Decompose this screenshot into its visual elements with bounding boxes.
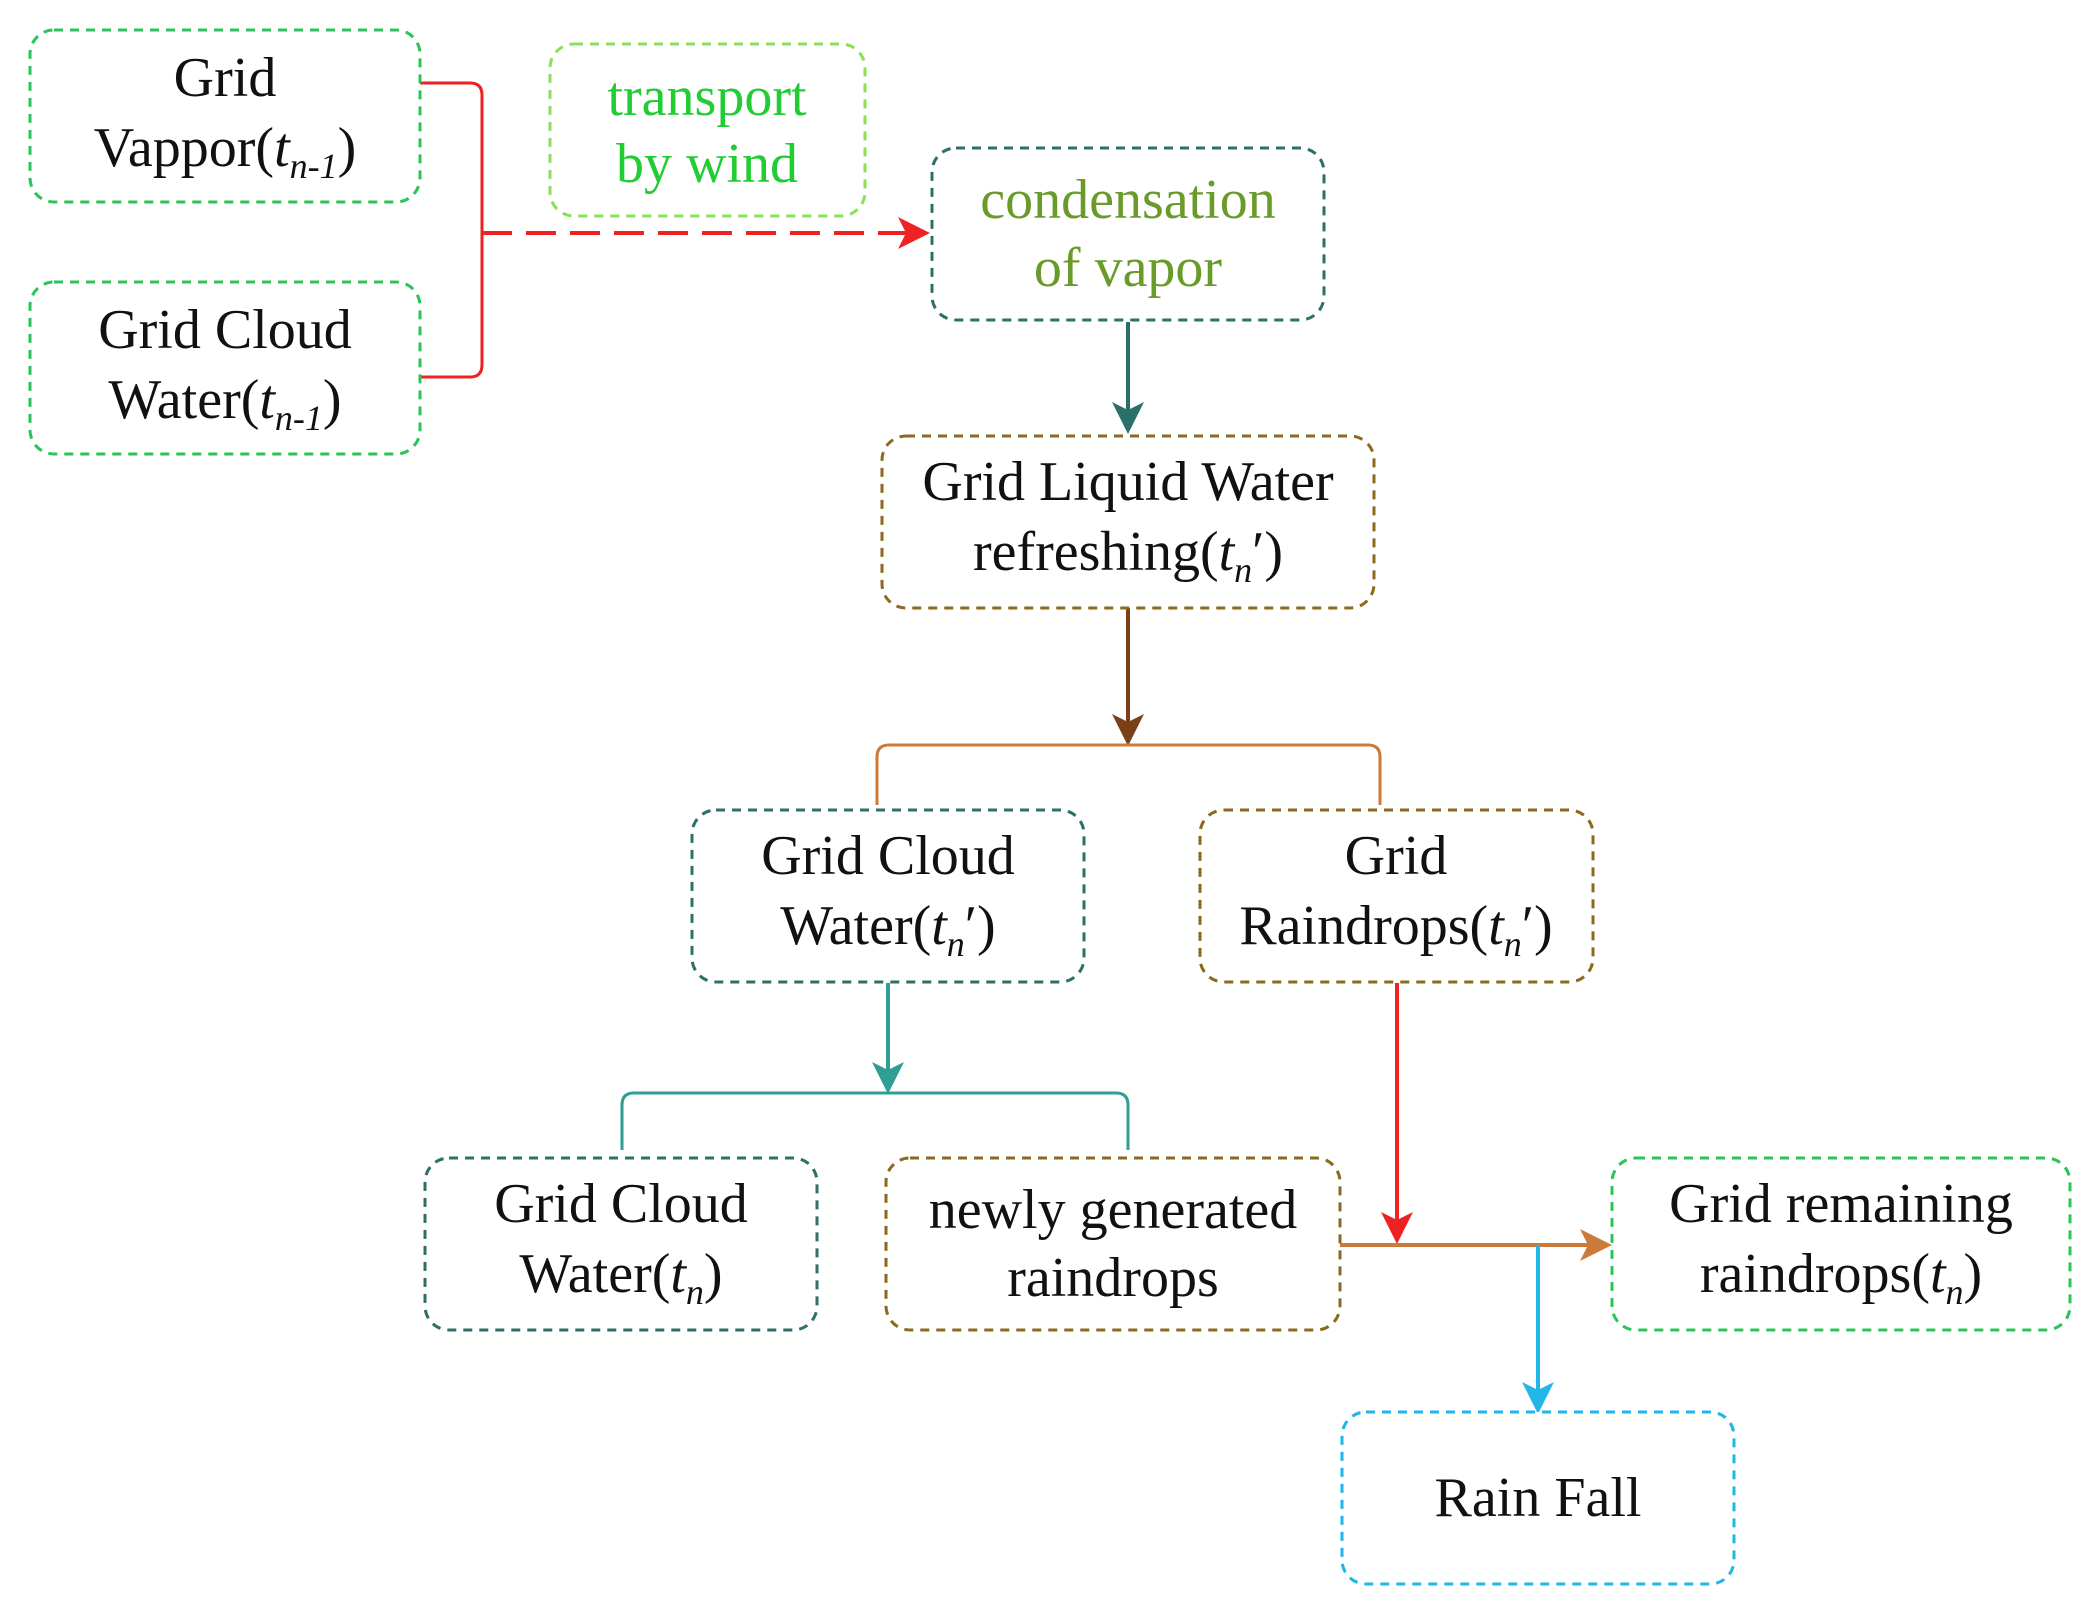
node-grid-cloud-water-prev: Grid Cloud Water(tn-1) bbox=[28, 280, 422, 456]
node-grid-raindrops-prime: Grid Raindrops(tn′) bbox=[1198, 808, 1595, 984]
transport-line1: transport bbox=[607, 66, 807, 128]
merge-bracket-red bbox=[420, 81, 484, 379]
remaining-line1: Grid remaining bbox=[1669, 1173, 2013, 1235]
node-grid-cloud-water-prime: Grid Cloud Water(tn′) bbox=[690, 808, 1086, 984]
cloud-prev-line2: Water(tn-1) bbox=[108, 369, 341, 438]
vapor-prev-line1: Grid bbox=[174, 47, 277, 109]
node-grid-liquid-water: Grid Liquid Water refreshing(tn′) bbox=[880, 434, 1376, 610]
cloud-prev-line1: Grid Cloud bbox=[98, 299, 352, 361]
transport-line2: by wind bbox=[616, 133, 798, 195]
vapor-prev-line2: Vappor(tn-1) bbox=[94, 117, 357, 186]
rainfall-label: Rain Fall bbox=[1435, 1467, 1642, 1529]
node-grid-cloud-water-n: Grid Cloud Water(tn) bbox=[423, 1156, 819, 1332]
liquid-line1: Grid Liquid Water bbox=[922, 451, 1334, 513]
node-rain-fall: Rain Fall bbox=[1340, 1410, 1736, 1586]
node-transport-by-wind: transport by wind bbox=[548, 42, 867, 218]
new-raindrops-line1: newly generated bbox=[929, 1179, 1297, 1241]
cloud-n-line1: Grid Cloud bbox=[494, 1173, 748, 1235]
condensation-line1: condensation bbox=[980, 169, 1275, 231]
split-bracket-teal bbox=[620, 1091, 1130, 1150]
raindrops-prime-line1: Grid bbox=[1345, 825, 1448, 887]
node-condensation-of-vapor: condensation of vapor bbox=[930, 146, 1326, 322]
condensation-line2: of vapor bbox=[1034, 237, 1223, 299]
node-newly-generated-raindrops: newly generated raindrops bbox=[884, 1156, 1342, 1332]
cloud-prime-line2: Water(tn′) bbox=[780, 895, 995, 964]
node-grid-vapor-prev: Grid Vappor(tn-1) bbox=[28, 28, 422, 204]
liquid-line2: refreshing(tn′) bbox=[973, 521, 1283, 590]
cloud-n-line2: Water(tn) bbox=[519, 1243, 722, 1312]
remaining-line2: raindrops(tn) bbox=[1700, 1243, 1982, 1312]
node-grid-remaining-raindrops: Grid remaining raindrops(tn) bbox=[1610, 1156, 2072, 1332]
new-raindrops-line2: raindrops bbox=[1007, 1247, 1219, 1309]
cloud-prime-line1: Grid Cloud bbox=[761, 825, 1015, 887]
raindrops-prime-line2: Raindrops(tn′) bbox=[1239, 895, 1552, 964]
split-bracket-orange bbox=[875, 743, 1382, 805]
